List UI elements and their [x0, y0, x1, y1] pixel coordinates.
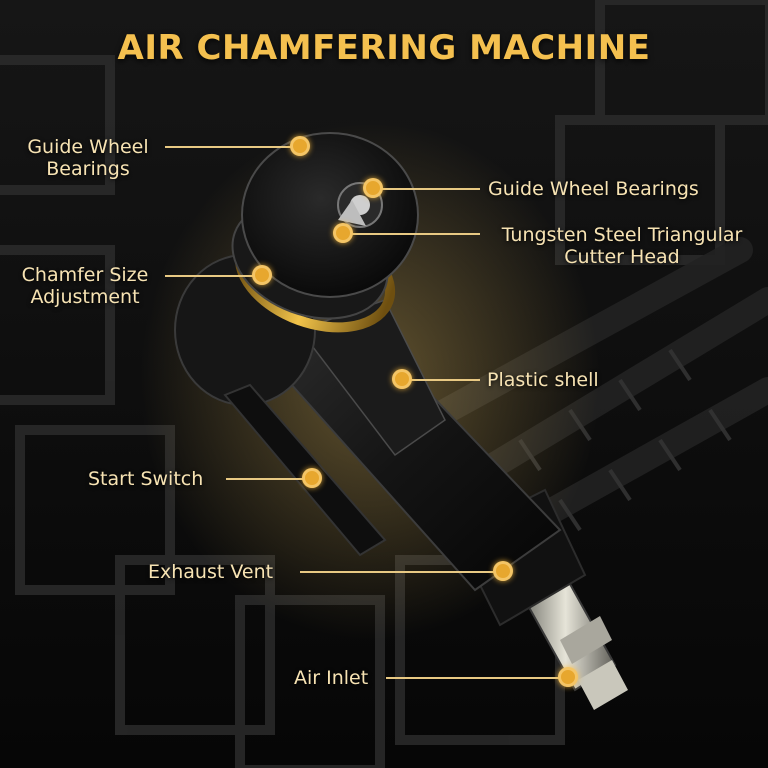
- label-plastic-shell: Plastic shell: [487, 369, 599, 391]
- callout-line-cutter-head: [346, 233, 480, 235]
- marker-air-inlet: [558, 667, 578, 687]
- callout-line-start-switch: [226, 478, 310, 480]
- label-exhaust-vent: Exhaust Vent: [148, 561, 274, 583]
- callout-line-air-inlet: [386, 677, 566, 679]
- marker-exhaust-vent: [493, 561, 513, 581]
- label-start-switch: Start Switch: [88, 468, 204, 490]
- label-guide-wheel-bearings-right: Guide Wheel Bearings: [488, 178, 699, 200]
- marker-start-switch: [302, 468, 322, 488]
- chamfering-tool: [174, 132, 628, 710]
- callout-line-guide-wheel-right: [376, 188, 480, 190]
- callout-line-plastic-shell: [405, 379, 480, 381]
- marker-cutter-head: [333, 223, 353, 243]
- callout-line-exhaust-vent: [300, 571, 500, 573]
- label-air-inlet: Air Inlet: [294, 667, 369, 689]
- callout-line-chamfer-size: [165, 275, 260, 277]
- callout-line-guide-wheel-left: [165, 146, 297, 148]
- marker-guide-wheel-left: [290, 136, 310, 156]
- marker-chamfer-size: [252, 265, 272, 285]
- marker-guide-wheel-right: [363, 178, 383, 198]
- marker-plastic-shell: [392, 369, 412, 389]
- page-title: AIR CHAMFERING MACHINE: [117, 28, 651, 68]
